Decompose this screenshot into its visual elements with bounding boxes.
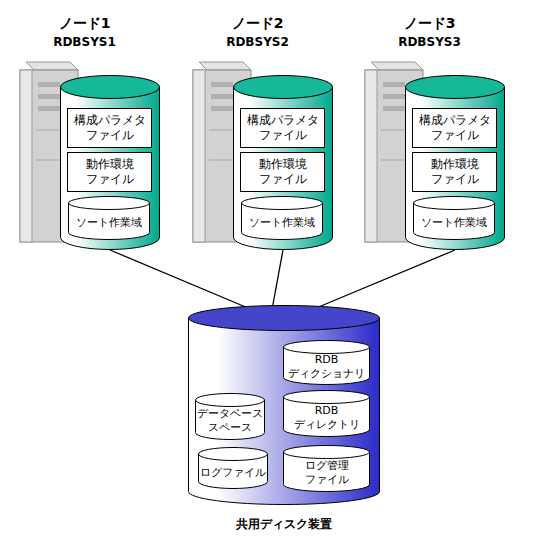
node-label: 動作環境 ファイル xyxy=(68,157,151,187)
connection-line xyxy=(110,250,246,307)
node-heading: ノード3 xyxy=(357,15,502,33)
connection-line xyxy=(272,250,283,307)
data-cylinder: データベース スペース xyxy=(195,393,265,440)
node-label: ログファイル xyxy=(198,466,268,480)
data-cylinder: ログ管理 ファイル xyxy=(283,445,370,492)
file-box: 動作環境 ファイル xyxy=(240,152,325,192)
node-content: ソート作業域 xyxy=(241,208,323,237)
node-label: データベース スペース xyxy=(195,407,265,435)
server-storage: ノード1RDBSYS1構成パラメタ ファイル動作環境 ファイルソート作業域 xyxy=(60,75,160,250)
node-label: 動作環境 ファイル xyxy=(241,157,324,187)
node-content: 動作環境 ファイル xyxy=(413,153,496,191)
node-heading: ノード1 xyxy=(12,15,157,33)
server-storage: ノード3RDBSYS3構成パラメタ ファイル動作環境 ファイルソート作業域 xyxy=(405,75,505,250)
node-content: 動作環境 ファイル xyxy=(68,153,151,191)
file-box: 動作環境 ファイル xyxy=(412,152,497,192)
file-box: 構成パラメタ ファイル xyxy=(412,108,497,148)
file-box: 構成パラメタ ファイル xyxy=(67,108,152,148)
node-content: 構成パラメタ ファイル xyxy=(413,109,496,147)
node-content: RDB ディレクトリ xyxy=(283,402,370,434)
node-label: ソート作業域 xyxy=(74,216,144,230)
work-area-cylinder: ソート作業域 xyxy=(241,196,323,240)
node-content: 動作環境 ファイル xyxy=(241,153,324,191)
node-label: 構成パラメタ ファイル xyxy=(413,113,496,143)
node-content: ソート作業域 xyxy=(413,208,495,237)
node-label: 動作環境 ファイル xyxy=(413,157,496,187)
file-box: 構成パラメタ ファイル xyxy=(240,108,325,148)
system-name: RDBSYS3 xyxy=(357,35,502,49)
node-content: ログ管理 ファイル xyxy=(283,457,370,489)
node-label: ソート作業域 xyxy=(247,216,317,230)
system-name: RDBSYS1 xyxy=(12,35,157,49)
node-content: RDB ディクショナリ xyxy=(283,352,370,382)
data-cylinder: ログファイル xyxy=(198,447,268,489)
connection-line xyxy=(319,250,455,307)
work-area-cylinder: ソート作業域 xyxy=(68,196,150,240)
file-box: 動作環境 ファイル xyxy=(67,152,152,192)
node-label: RDB ディクショナリ xyxy=(283,353,370,381)
node-label: RDB ディレクトリ xyxy=(283,404,370,432)
data-cylinder: RDB ディクショナリ xyxy=(283,340,370,385)
node-heading: 共用ディスク装置 xyxy=(168,516,400,533)
node-content: データベース スペース xyxy=(195,405,265,437)
shared-disk: 共用ディスク装置RDB ディクショナリデータベース スペースRDB ディレクトリ… xyxy=(188,305,380,505)
node-label: ソート作業域 xyxy=(419,216,489,230)
node-heading: ノード2 xyxy=(185,15,330,33)
work-area-cylinder: ソート作業域 xyxy=(413,196,495,240)
server-storage: ノード2RDBSYS2構成パラメタ ファイル動作環境 ファイルソート作業域 xyxy=(233,75,333,250)
node-content: 構成パラメタ ファイル xyxy=(68,109,151,147)
node-label: ログ管理 ファイル xyxy=(283,459,370,487)
node-content: ソート作業域 xyxy=(68,208,150,237)
node-content: 構成パラメタ ファイル xyxy=(241,109,324,147)
data-cylinder: RDB ディレクトリ xyxy=(283,390,370,437)
node-content: ログファイル xyxy=(198,459,268,486)
node-label: 構成パラメタ ファイル xyxy=(241,113,324,143)
node-label: 構成パラメタ ファイル xyxy=(68,113,151,143)
system-name: RDBSYS2 xyxy=(185,35,330,49)
